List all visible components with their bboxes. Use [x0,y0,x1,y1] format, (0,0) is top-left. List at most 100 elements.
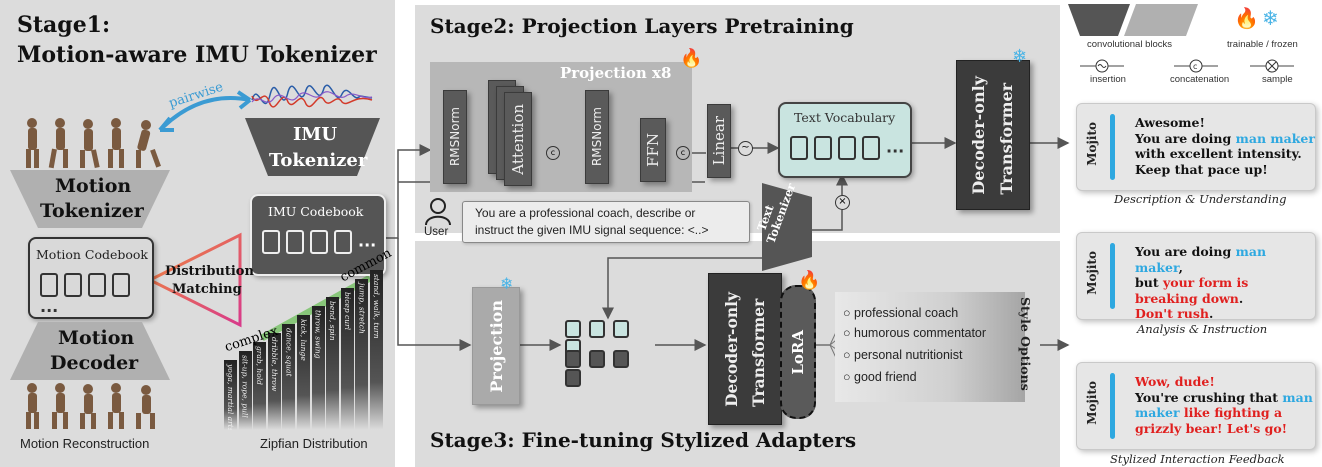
caption-stylized: Stylized Interaction Feedback [1110,452,1285,466]
text-vocabulary-label: Text Vocabulary [794,110,896,125]
motion-token [112,273,130,297]
fire-icon-projection: 🔥 [680,48,703,69]
stage1-title-line1: Stage1: [17,12,111,38]
legend-sample-label: sample [1262,74,1293,85]
accent-bar [1110,114,1115,180]
zipfian-pillar-label: jump, stretch [357,283,367,334]
vocab-token [862,136,880,160]
legend-concatenation-label: concatenation [1170,74,1230,85]
zipfian-chart: yoga, martial arts sit-up, rope, pull grab… [220,255,390,430]
zipfian-pillar: stand, walk, turn [370,270,383,430]
zipfian-pillar-label: bend, spin [328,301,338,341]
imu-token [286,230,304,254]
card2-text: You are doing man maker, but your form i… [1135,244,1267,321]
concat-icon-1: c [546,146,560,160]
zipfian-pillar-label: dribble, throw [269,337,279,392]
projection-block-stage3: Projection [472,287,520,405]
motion-codebook: Motion Codebook ... [28,237,154,319]
zipfian-pillar: kick, lunge [297,315,310,430]
style-option-2[interactable]: ○ humorous commentator [843,326,987,340]
motion-tokenizer-label-2: Tokenizer [40,200,144,222]
style-option-3[interactable]: ○ personal nutritionist [843,348,963,362]
zipfian-pillar: dribble, throw [267,333,281,430]
text-tokenizer-block [762,183,812,271]
zipfian-pillar-label: throw, swing [313,310,323,359]
motion-codebook-ellipsis: ... [40,297,59,316]
motion-codebook-label: Motion Codebook [36,247,149,262]
distribution-matching-label-1: Distribution [165,264,254,279]
zipfian-pillar: bicep curl [340,288,354,430]
motion-token [88,273,106,297]
token-group [565,318,660,387]
zipfian-pillar-label: stand, walk, turn [372,274,381,339]
imu-codebook: IMU Codebook ... [250,194,386,276]
fire-icon-legend: 🔥 [1234,6,1259,30]
caption-description: Description & Understanding [1114,192,1287,206]
imu-codebook-ellipsis: ... [358,231,377,251]
zipfian-pillar-label: kick, lunge [299,319,308,361]
motion-sequence-figures-bottom [18,380,168,430]
mojito-label: Mojito [1085,122,1099,166]
zipfian-label: Zipfian Distribution [260,436,368,451]
vocab-ellipsis: ... [886,137,905,157]
mojito-label: Mojito [1085,251,1099,295]
zipfian-pillar-label: sit-up, rope, pull [240,355,250,418]
sample-icon: × [835,195,850,210]
style-options-panel [835,292,1025,402]
zipfian-pillar: throw, swing [311,306,325,430]
zipfian-pillar: yoga, martial arts [224,360,237,430]
legend-trainable-label: trainable / frozen [1227,39,1298,50]
imu-tokenizer-block [245,118,380,176]
imu-codebook-label: IMU Codebook [268,204,364,219]
lora-block: LoRA [780,285,816,419]
rmsnorm-block-1: RMSNorm [443,90,467,184]
zipfian-pillar: dance, squat [282,324,296,430]
motion-token [64,273,82,297]
projection-x8-label: Projection x8 [560,64,672,82]
snowflake-icon-decoder: ❄ [1012,46,1028,67]
style-option-4[interactable]: ○ good friend [843,370,917,384]
snowflake-icon-projection: ❄ [500,274,514,293]
zipfian-pillar-label: grab, hold [255,346,265,385]
motion-token [40,273,58,297]
ffn-block: FFN [640,118,666,182]
stage2-title: Stage2: Projection Layers Pretraining [430,14,854,38]
output-card-description: Mojito Awesome! You are doing man maker … [1076,103,1316,191]
style-option-1[interactable]: ○ professional coach [843,306,959,320]
imu-tokenizer-label-2: Tokenizer [269,150,368,171]
zipfian-pillar: sit-up, rope, pull [238,351,252,430]
distribution-matching-label-2: Matching [172,282,242,297]
attention-block: Attention [504,92,532,186]
motion-tokenizer-label-1: Motion [55,175,132,197]
insertion-icon: ~ [738,141,753,156]
text-vocabulary: Text Vocabulary ... [778,102,912,178]
motion-sequence-figures-top [18,115,168,170]
motion-reconstruction-label: Motion Reconstruction [20,436,150,451]
imu-token [262,230,280,254]
vocab-token [790,136,808,160]
stage1-title-line2: Motion-aware IMU Tokenizer [17,42,377,68]
caption-analysis: Analysis & Instruction [1137,322,1268,336]
prompt-text-2: instruct the given IMU signal sequence: … [475,223,709,237]
user-label: User [424,226,449,238]
legend-conv-blocks-icon [1068,4,1198,36]
card3-text: Wow, dude! You're crushing that man make… [1135,374,1313,436]
rmsnorm-block-2: RMSNorm [585,90,609,184]
snowflake-icon-legend: ❄ [1262,6,1279,30]
zipfian-pillar-label: dance, squat [284,328,294,377]
accent-bar [1110,373,1115,439]
motion-decoder-block [10,322,170,380]
zipfian-pillar: grab, hold [253,342,267,430]
imu-token [334,230,352,254]
prompt-bubble: You are a professional coach, describe o… [462,201,750,243]
stage3-title: Stage3: Fine-tuning Stylized Adapters [430,428,857,452]
motion-tokenizer-block [10,170,170,228]
accent-bar [1110,243,1115,309]
vocab-token [838,136,856,160]
motion-decoder-label-1: Motion [58,327,135,349]
output-card-analysis: Mojito You are doing man maker, but your… [1076,232,1316,321]
zipfian-pillar-label: yoga, martial arts [226,364,235,430]
zipfian-pillar: jump, stretch [355,279,369,430]
